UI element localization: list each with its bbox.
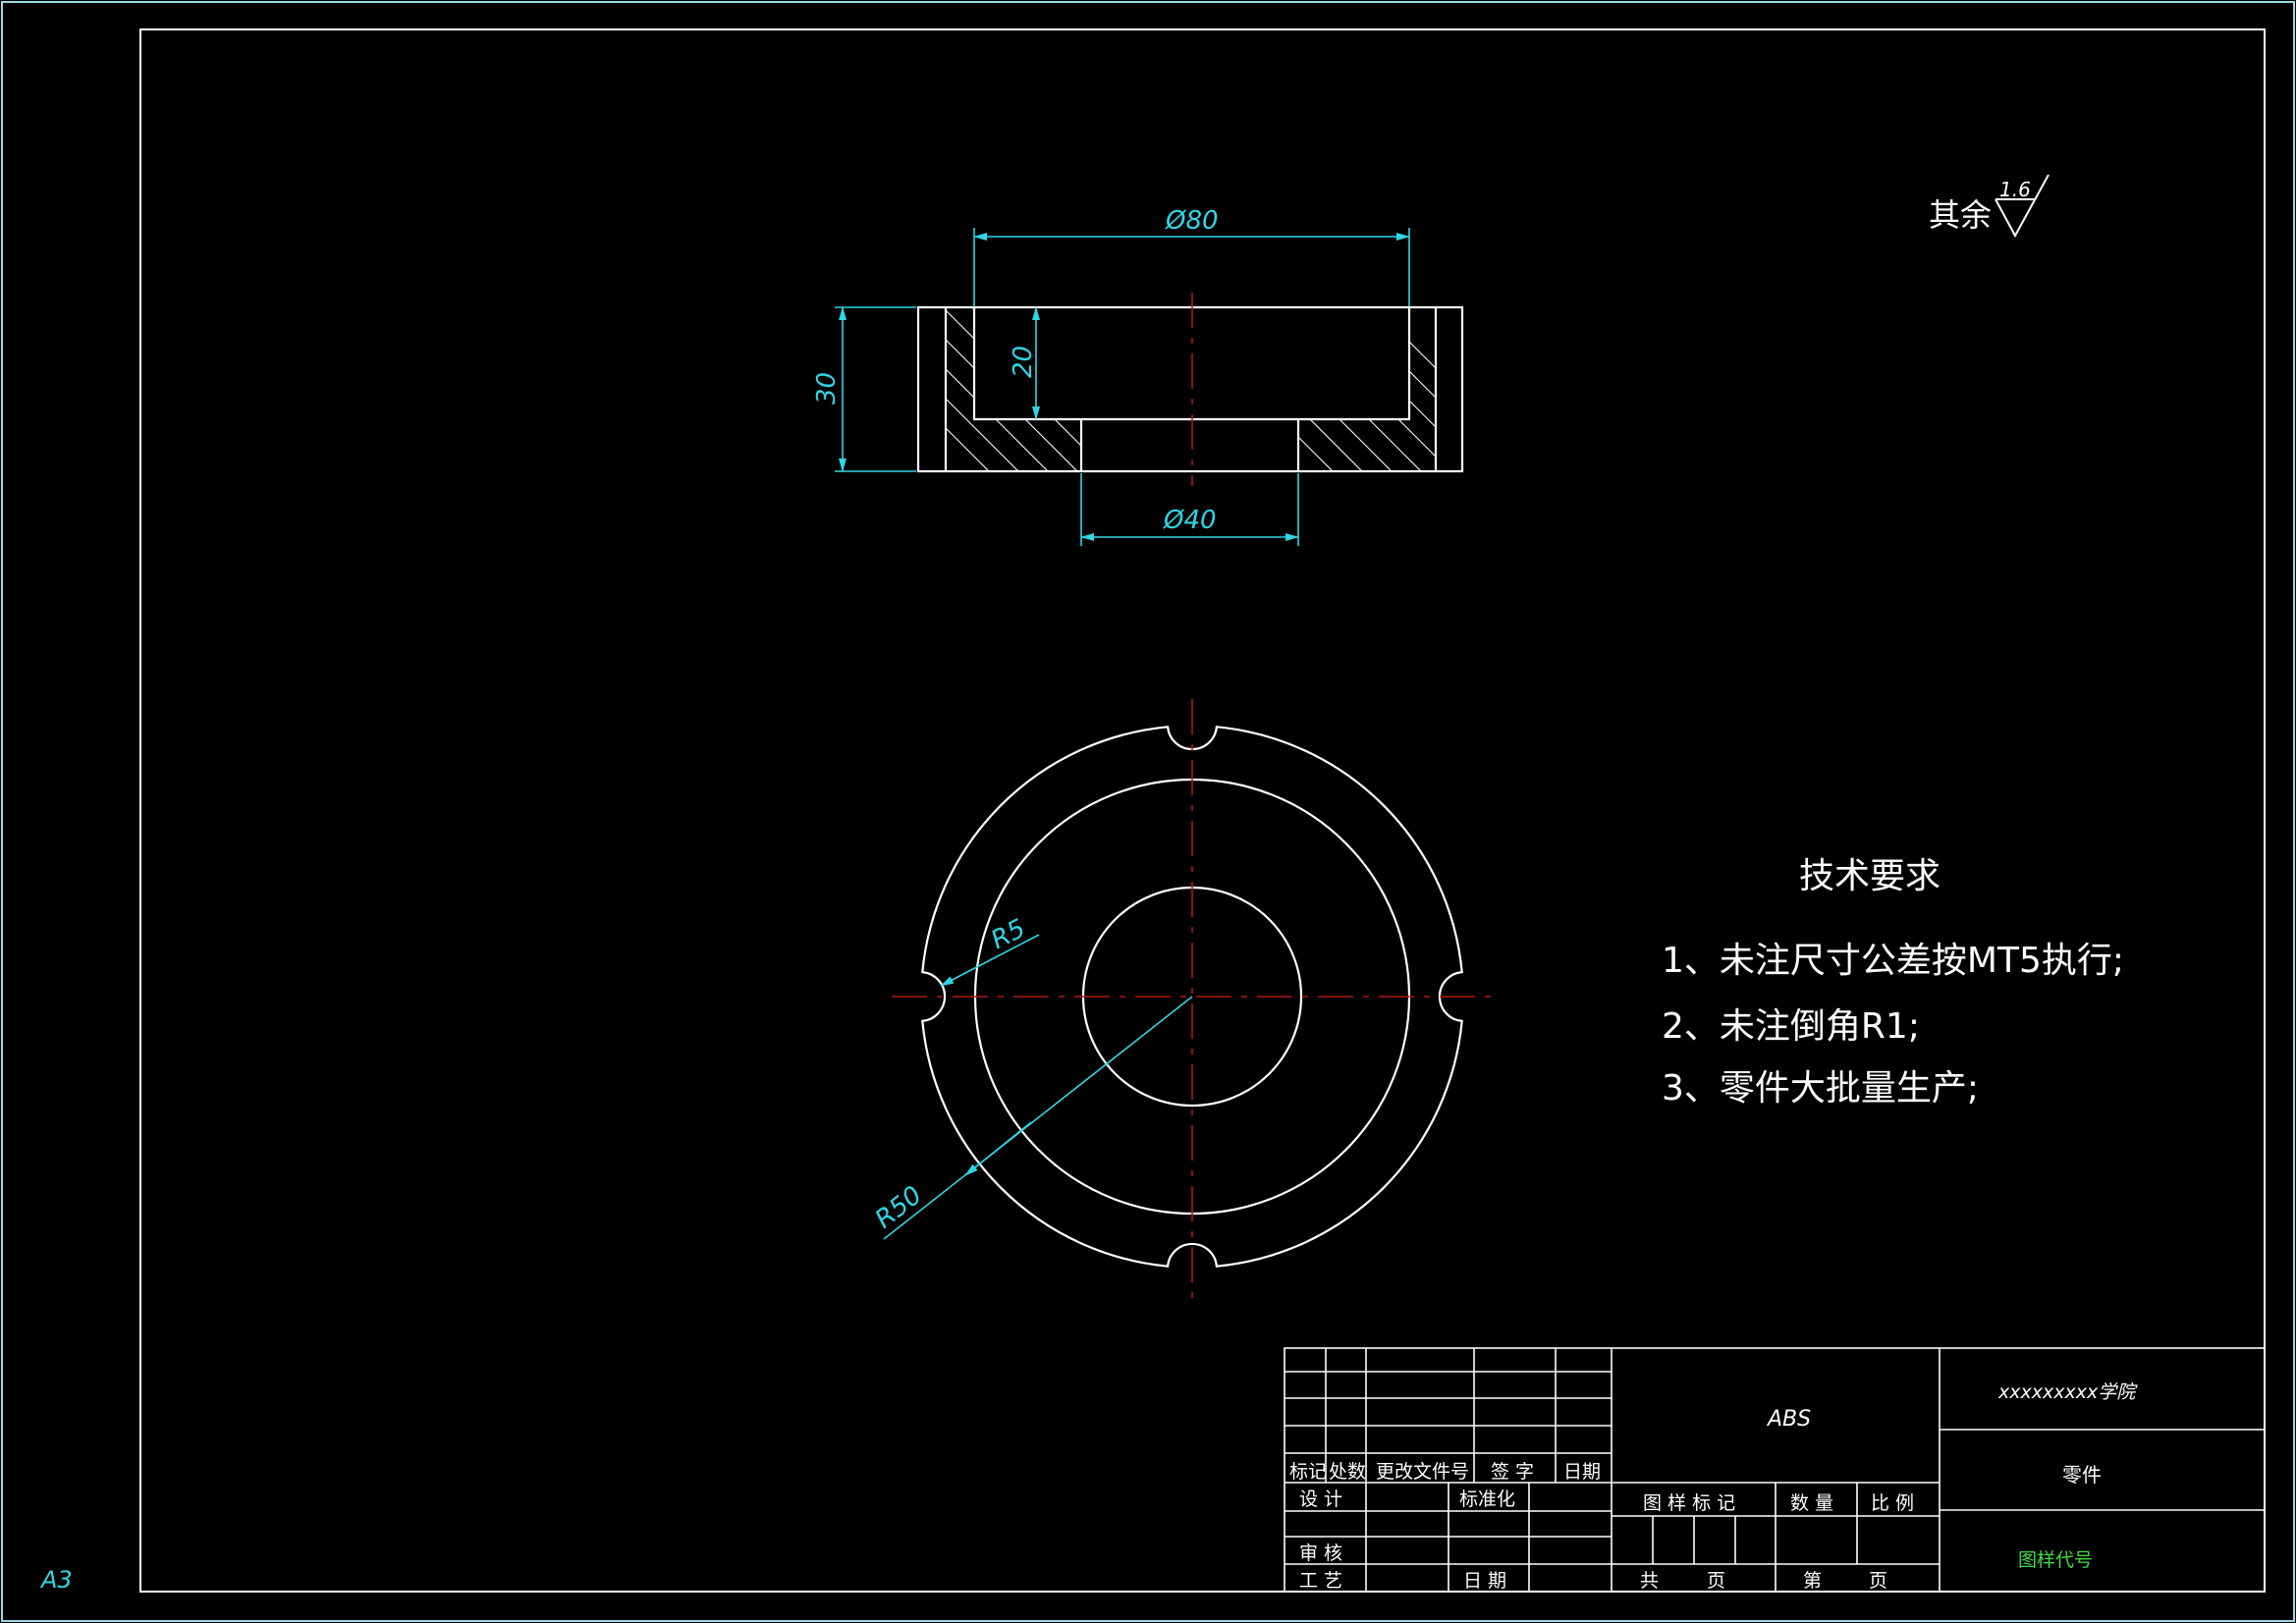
dim-outer-diameter: Ø80 — [973, 206, 1410, 306]
title-block-header: 日期 — [1563, 1461, 1601, 1483]
dim-total-height: 30 — [812, 306, 916, 472]
title-block-quantity: 数 量 — [1790, 1492, 1833, 1514]
title-block-drawing-code: 图样代号 — [2018, 1549, 2093, 1571]
title-block-scale: 比 例 — [1871, 1492, 1914, 1514]
dim-outer-radius: R50 — [870, 996, 1193, 1240]
dim-notch-radius-text: R5 — [987, 914, 1030, 955]
section-view — [916, 293, 1464, 486]
dim-total-height-text: 30 — [812, 372, 842, 405]
title-block-design: 设 计 — [1299, 1488, 1342, 1510]
title-block-page2: 页 — [1869, 1570, 1887, 1592]
title-block-part-name: 零件 — [2062, 1463, 2102, 1487]
sheet-size-label: A3 — [39, 1566, 73, 1594]
hatch-left — [946, 307, 1081, 471]
drawing-frame — [139, 28, 2266, 1593]
title-block-header: 处数 — [1329, 1461, 1366, 1483]
title-block-school: xxxxxxxxx学院 — [1997, 1381, 2138, 1403]
surface-finish-value: 1.6 — [1999, 178, 2031, 201]
title-block-header: 标记 — [1289, 1461, 1327, 1483]
title-block-header: 签 字 — [1491, 1461, 1534, 1483]
title-block-header: 更改文件号 — [1376, 1461, 1469, 1483]
title-block-review: 审 核 — [1299, 1542, 1342, 1564]
title-block-page: 页 — [1707, 1570, 1725, 1592]
title-block-standardization: 标准化 — [1459, 1488, 1515, 1510]
title-block-material: ABS — [1766, 1407, 1811, 1432]
tech-requirements-title: 技术要求 — [1799, 856, 1941, 896]
dim-inner-diameter: Ø40 — [1080, 473, 1299, 546]
title-block-total: 共 — [1640, 1570, 1659, 1592]
dim-counterbore-depth: 20 — [1009, 306, 1040, 420]
title-block-sheet-no: 第 — [1803, 1570, 1822, 1592]
surface-finish-prefix: 其余 — [1929, 196, 1992, 234]
title-block-drawing-mark: 图 样 标 记 — [1643, 1492, 1735, 1514]
surface-finish-symbol — [1995, 174, 2050, 239]
title-block-process: 工 艺 — [1299, 1570, 1342, 1592]
tech-requirement-item: 3、零件大批量生产; — [1662, 1068, 1979, 1109]
title-block-date: 日 期 — [1463, 1570, 1506, 1592]
dim-notch-radius: R5 — [940, 914, 1040, 987]
title-block — [1284, 1347, 2266, 1593]
top-view — [892, 699, 1493, 1298]
hatch-right — [1298, 307, 1436, 471]
dim-inner-diameter-text: Ø40 — [1163, 506, 1217, 535]
dim-outer-diameter-text: Ø80 — [1165, 206, 1219, 236]
tech-requirement-item: 1、未注尺寸公差按MT5执行; — [1662, 941, 2124, 981]
tech-requirement-item: 2、未注倒角R1; — [1662, 1006, 1920, 1047]
dim-counterbore-depth-text: 20 — [1009, 346, 1038, 378]
